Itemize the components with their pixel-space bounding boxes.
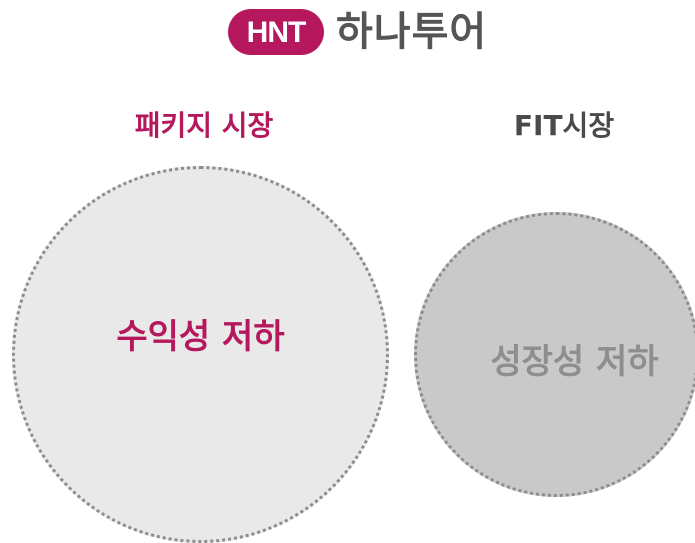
fit-market-label: 성장성 저하 [490, 341, 659, 382]
fit-market-circle: 성장성 저하 [414, 212, 695, 497]
package-market-title: 패키지 시장 [134, 109, 274, 142]
package-market-label: 수익성 저하 [116, 316, 285, 357]
brand-name: 하나투어 [336, 9, 488, 55]
fit-market-title: FIT시장 [513, 109, 615, 142]
logo-letters: HNT [247, 16, 306, 49]
hanatour-logo: HNT 하나투어 [228, 4, 487, 60]
package-market-circle: 수익성 저하 [12, 166, 389, 543]
hnt-logo-icon: HNT [228, 9, 324, 55]
